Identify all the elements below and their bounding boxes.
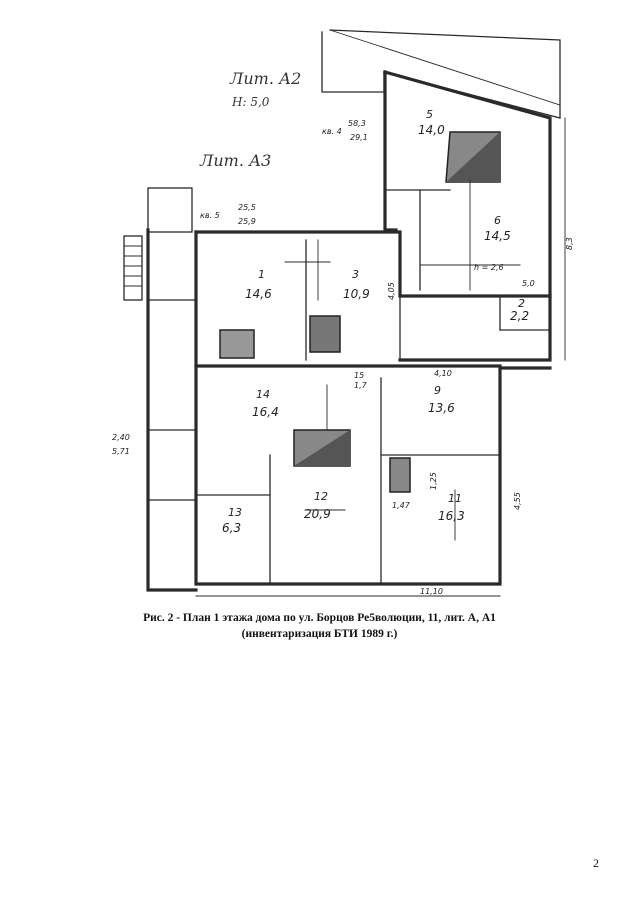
dim-5-71: 5,71 — [112, 447, 130, 456]
litera-a2-height: Н: 5,0 — [231, 95, 270, 109]
room-9-number: 9 — [434, 384, 441, 397]
apartment-4-top: 58,3 — [348, 119, 366, 128]
room-9-area: 13,6 — [428, 401, 455, 415]
dimension-notes: h = 2,6 11,10 8,3 5,0 4,05 4,10 1,25 1,4… — [112, 237, 574, 596]
top-annex-outline — [321, 29, 561, 119]
floor-plan-drawing: Лит. А2 Н: 5,0 Лит. А3 кв. 4 58,3 29,1 к… — [112, 29, 574, 597]
dimension-lines — [195, 117, 566, 597]
room-3-number: 3 — [352, 268, 359, 281]
room-11-number: 11 — [448, 492, 462, 505]
dim-1-47: 1,47 — [392, 501, 411, 510]
page-number: 2 — [593, 856, 599, 870]
room-2-area: 2,2 — [510, 309, 529, 323]
room-12-number: 12 — [314, 490, 328, 503]
room-3-area: 10,9 — [343, 287, 370, 301]
room-14-number: 14 — [256, 388, 270, 401]
outer-walls — [146, 70, 552, 592]
litera-a3-label: Лит. А3 — [199, 151, 271, 170]
apartment-5-label: кв. 5 — [200, 211, 220, 220]
room-14-area: 16,4 — [252, 405, 279, 419]
interior-walls — [123, 189, 551, 585]
height-note: h = 2,6 — [474, 263, 504, 272]
caption-line-1: Рис. 2 - План 1 этажа дома по ул. Борцов… — [143, 612, 496, 624]
stoves — [219, 131, 501, 493]
caption-line-2: (инвентаризация БТИ 1989 г.) — [241, 628, 398, 640]
room-1-area: 14,6 — [245, 287, 272, 301]
room-5-area: 14,0 — [418, 123, 445, 137]
room-2-number: 2 — [518, 297, 525, 310]
apartment-4-bottom: 29,1 — [350, 133, 368, 142]
dim-4-55: 4,55 — [513, 492, 522, 510]
room-15-number: 15 — [354, 371, 364, 380]
room-11-area: 16,3 — [438, 509, 465, 523]
litera-a2-label: Лит. А2 — [229, 69, 301, 88]
dim-1-25: 1,25 — [429, 472, 438, 490]
dim-4-05: 4,05 — [387, 282, 396, 300]
room-5-number: 5 — [426, 108, 433, 121]
room-1-number: 1 — [258, 268, 265, 281]
room-15-area: 1,7 — [354, 381, 368, 390]
room-6-area: 14,5 — [484, 229, 511, 243]
apartment-5-bottom: 25,9 — [238, 217, 256, 226]
room-13-area: 6,3 — [222, 521, 241, 535]
dim-5-0: 5,0 — [522, 279, 535, 288]
dim-8-3: 8,3 — [565, 237, 574, 250]
apartment-labels: кв. 4 58,3 29,1 кв. 5 25,5 25,9 — [200, 119, 368, 226]
dim-2-40: 2,40 — [112, 433, 130, 442]
room-12-area: 20,9 — [304, 507, 331, 521]
litera-labels: Лит. А2 Н: 5,0 Лит. А3 — [199, 69, 301, 170]
overall-dimension: 11,10 — [420, 587, 443, 596]
dim-4-10: 4,10 — [434, 369, 452, 378]
apartment-5-top: 25,5 — [238, 203, 256, 212]
apartment-4-label: кв. 4 — [322, 127, 342, 136]
room-6-number: 6 — [494, 214, 501, 227]
room-13-number: 13 — [228, 506, 242, 519]
room-labels: 1 14,6 3 10,9 5 14,0 6 14,5 2 2,2 14 16,… — [222, 108, 529, 535]
